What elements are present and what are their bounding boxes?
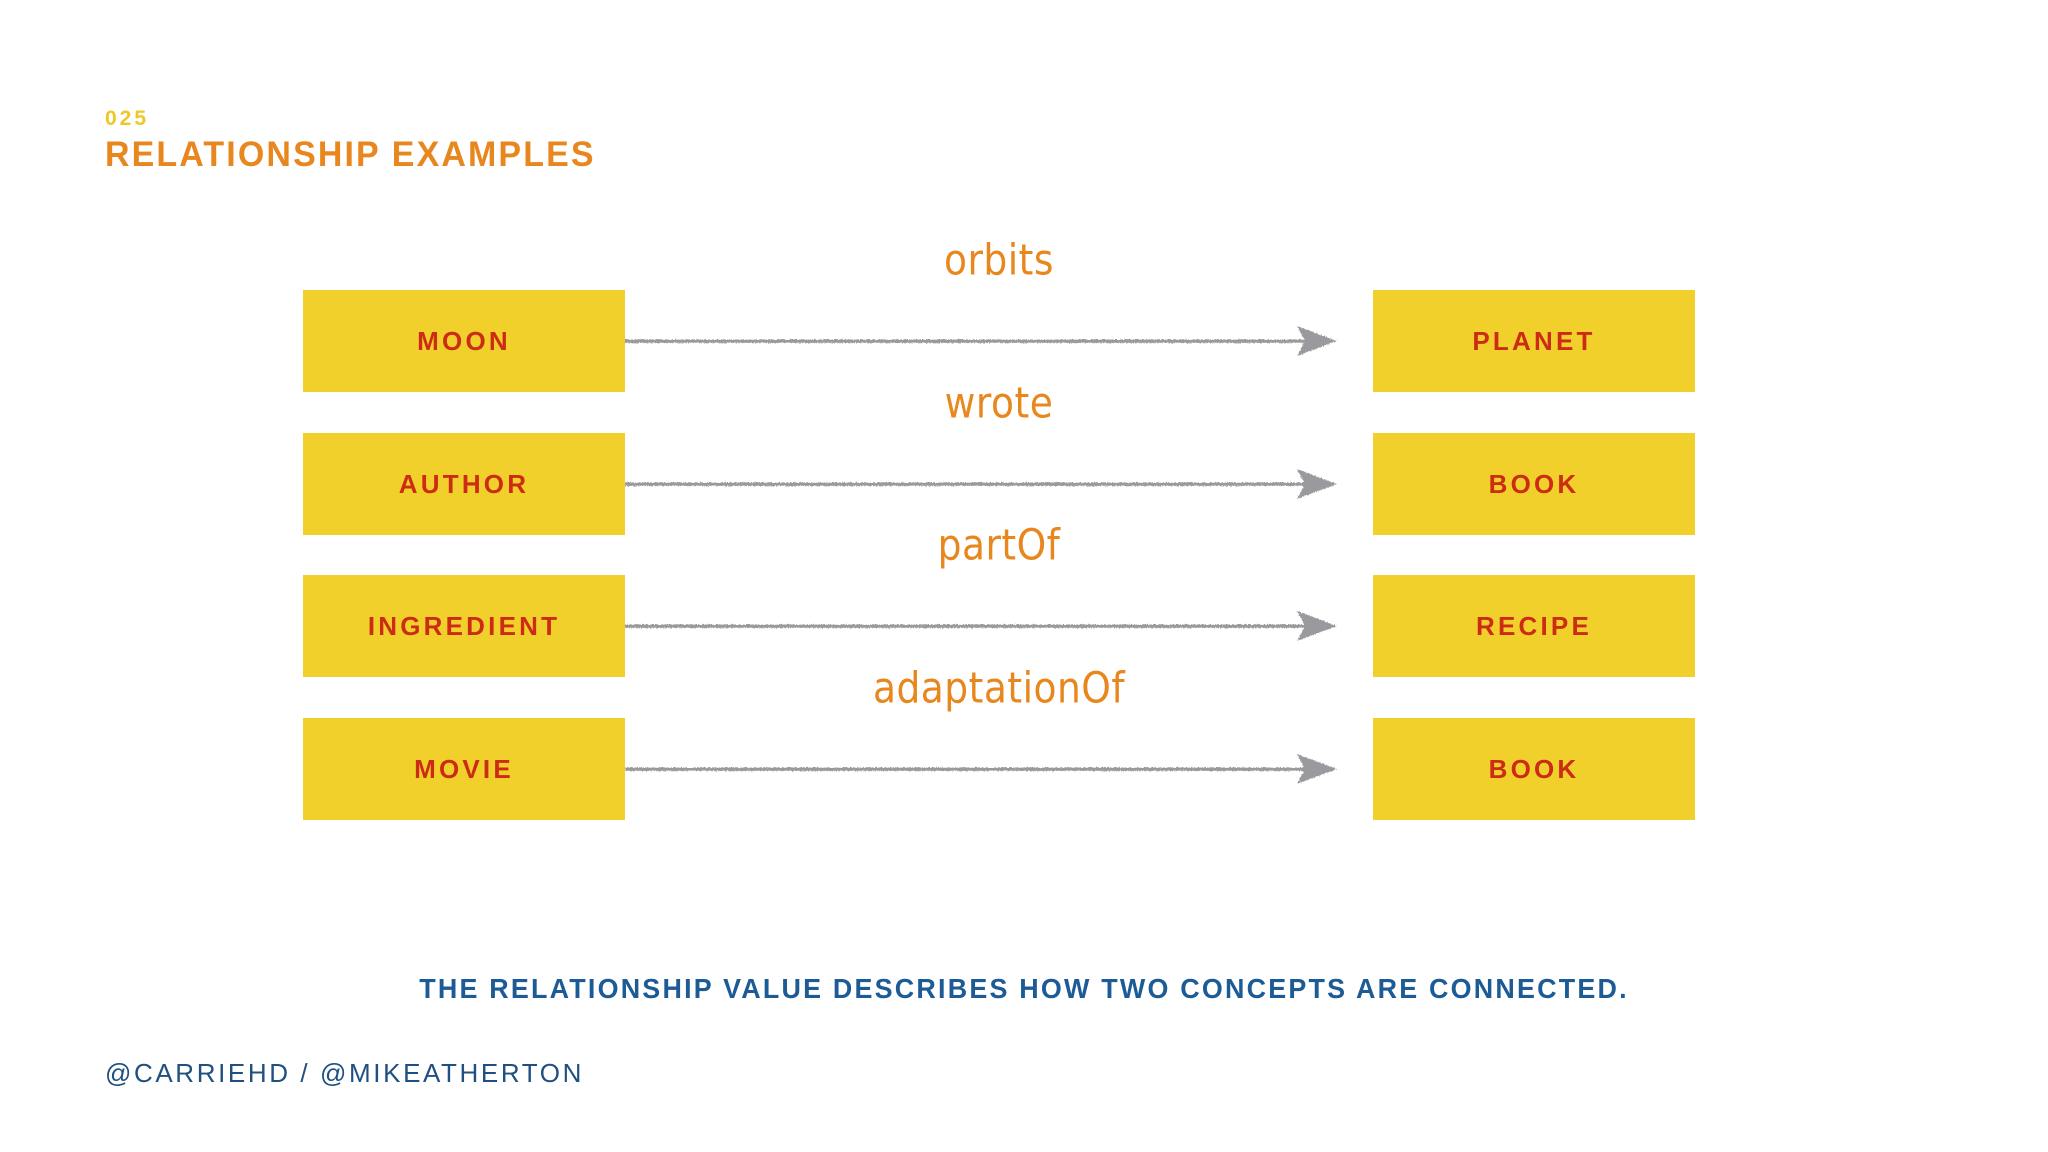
concept-label: BOOK	[1488, 754, 1580, 784]
concept-box-subject[interactable]: MOON	[303, 290, 625, 392]
relationship-connector: orbits	[625, 240, 1373, 392]
concept-label: RECIPE	[1475, 611, 1592, 641]
relationship-connector: wrote	[625, 383, 1373, 535]
concept-box-subject[interactable]: INGREDIENT	[303, 575, 625, 677]
relationship-label: wrote	[944, 379, 1054, 429]
relationship-row: INGREDIENT partOf	[303, 525, 1695, 677]
concept-box-object[interactable]: BOOK	[1373, 433, 1695, 535]
relationship-label: partOf	[937, 521, 1061, 571]
relationship-diagram: MOON orbits	[303, 240, 1695, 822]
arrow-right-icon	[625, 326, 1337, 356]
concept-label: BOOK	[1488, 469, 1580, 499]
concept-box-subject[interactable]: MOVIE	[303, 718, 625, 820]
relationship-label: orbits	[944, 236, 1054, 286]
arrow-right-icon	[625, 469, 1337, 499]
slide-caption: THE RELATIONSHIP VALUE DESCRIBES HOW TWO…	[419, 973, 1629, 1004]
relationship-row: MOON orbits	[303, 240, 1695, 392]
concept-box-object[interactable]: PLANET	[1373, 290, 1695, 392]
concept-box-subject[interactable]: AUTHOR	[303, 433, 625, 535]
concept-label: MOON	[417, 326, 511, 356]
concept-label: AUTHOR	[398, 469, 530, 499]
concept-label: INGREDIENT	[367, 611, 561, 641]
relationship-connector: partOf	[625, 525, 1373, 677]
relationship-label: adaptationOf	[872, 664, 1126, 714]
concept-label: MOVIE	[414, 754, 514, 784]
concept-box-object[interactable]: BOOK	[1373, 718, 1695, 820]
page-title: RELATIONSHIP EXAMPLES	[105, 135, 596, 174]
arrow-right-icon	[625, 754, 1337, 784]
slide-header: 025 RELATIONSHIP EXAMPLES	[105, 108, 611, 174]
concept-label: PLANET	[1472, 326, 1596, 356]
slide-number: 025	[105, 107, 150, 130]
concept-box-object[interactable]: RECIPE	[1373, 575, 1695, 677]
slide-footer-credits: @CARRIEHD / @MIKEATHERTON	[105, 1058, 584, 1088]
arrow-right-icon	[625, 611, 1337, 641]
relationship-row: AUTHOR wrote	[303, 383, 1695, 535]
relationship-connector: adaptationOf	[625, 668, 1373, 820]
relationship-row: MOVIE adaptationOf	[303, 668, 1695, 820]
